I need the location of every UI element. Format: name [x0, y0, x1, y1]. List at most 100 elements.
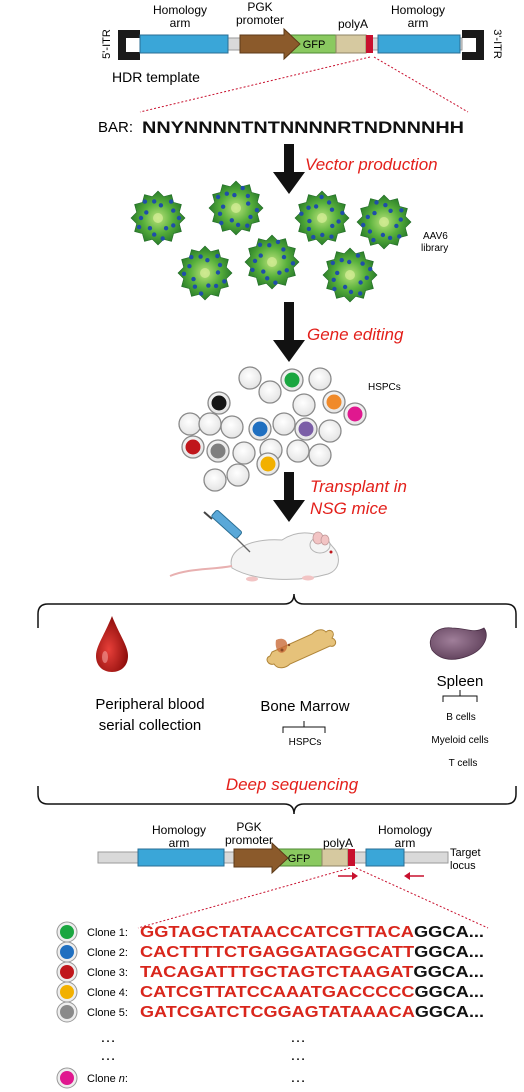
hspc-cell-purple [294, 417, 318, 441]
step-arrows [273, 144, 305, 522]
clone-n-suffix: : [125, 1073, 128, 1085]
library-label-l1: AAV6 [423, 231, 448, 242]
clone-n-label: Clone n: [87, 1073, 128, 1085]
step-transplant-l2: NSG mice [310, 499, 387, 518]
locus-promoter-l2: promoter [225, 833, 273, 847]
hspc-cell-black [207, 391, 231, 415]
marrow-sub-label: HSPCs [289, 737, 322, 748]
clone-cell-fill [60, 985, 74, 999]
clone-barcode: GGTAGCTATAACCATCGTTACA [140, 924, 414, 941]
target-locus-construct [97, 841, 449, 880]
aav-particle [208, 180, 264, 236]
spleen-sub-b: B cells [446, 712, 475, 723]
aav-particle [177, 245, 233, 301]
aav6-library-particles [130, 180, 412, 303]
locus-polya-box [321, 848, 349, 867]
step-transplant-l1: Transplant in [310, 477, 407, 496]
mouse-icon [169, 531, 339, 582]
locus-target-l2: locus [450, 860, 476, 872]
ellipsis-label-1: … [100, 1029, 116, 1046]
locus-hom-left-l2: arm [169, 836, 190, 850]
clone-suffix: GGCA... [414, 924, 484, 941]
locus-hom-left-l1: Homology [152, 823, 206, 837]
hspc-cell-gray [206, 439, 230, 463]
step-deep-sequencing: Deep sequencing [226, 775, 359, 794]
clone-barcode: GATCGATCTCGGAGTATAAACA [140, 1004, 415, 1021]
template-caption: HDR template [112, 69, 200, 85]
blood-label-l1: Peripheral blood [95, 696, 204, 713]
template-hom-left-l1: Homology [153, 3, 207, 17]
spleen-sub-t: T cells [449, 758, 478, 769]
hspc-cell [226, 463, 250, 487]
clone-barcode: CATCGTTATCCAAATGACCCCC [140, 984, 415, 1001]
hspc-cell-yellow [256, 452, 280, 476]
clone-cell-fill [60, 925, 74, 939]
ellipsis-label-2: … [100, 1047, 116, 1064]
hspc-cell [198, 412, 222, 436]
spleen-label: Spleen [437, 673, 484, 690]
template-hom-left-l2: arm [170, 16, 191, 30]
aav-particle [356, 194, 412, 250]
hspc-cell [220, 415, 244, 439]
syringe-icon [203, 509, 251, 553]
step-vector-production: Vector production [305, 155, 438, 174]
hspc-cell-red [181, 435, 205, 459]
spleen-brace [442, 690, 478, 702]
hspc-label: HSPCs [368, 382, 401, 393]
barcode-label: BAR: [98, 119, 133, 136]
hspc-cell [308, 443, 332, 467]
ellipsis-seq-2: … [290, 1047, 306, 1064]
clone-cell-fill [60, 945, 74, 959]
hspc-cell [292, 393, 316, 417]
template-hom-right-l1: Homology [391, 3, 445, 17]
locus-promoter-l1: PGK [236, 820, 261, 834]
hspc-cell-blue [248, 417, 272, 441]
blood-drop-icon [96, 616, 128, 672]
clone-label: Clone 4: [87, 987, 128, 999]
clone-suffix: GGCA... [415, 1004, 484, 1021]
top-brace [37, 593, 517, 628]
aav-particle [294, 190, 350, 246]
hspc-cell [286, 439, 310, 463]
marrow-label: Bone Marrow [260, 698, 349, 715]
locus-homology-right [365, 848, 405, 867]
aav-particle [322, 247, 378, 303]
template-itr5: 5'-ITR [101, 29, 113, 59]
template-itr3: 3'-ITR [491, 29, 503, 59]
marrow-brace [282, 721, 326, 733]
ellipsis-seq-1: … [290, 1029, 306, 1046]
hspc-cell-green [280, 368, 304, 392]
bottom-brace [37, 786, 517, 815]
hspc-cell-orange [322, 390, 346, 414]
clone-label: Clone 2: [87, 947, 128, 959]
homology-arm-left [139, 34, 229, 54]
hspc-cell [238, 366, 262, 390]
template-gfp-label: GFP [303, 39, 326, 51]
template-promoter-l2: promoter [236, 13, 284, 27]
hspc-cell [272, 412, 296, 436]
locus-polya-label: polyA [323, 836, 353, 850]
hspc-cell [178, 412, 202, 436]
clone-cell-fill [60, 965, 74, 979]
spleen-sub-myeloid: Myeloid cells [431, 735, 488, 746]
aav-particle [244, 234, 300, 290]
locus-promoter-arrow [233, 841, 289, 875]
clone-n-prefix: Clone [87, 1073, 119, 1085]
clone-cell-fill [60, 1005, 74, 1019]
clone-n-cell [56, 1067, 78, 1089]
clone-barcode: CACTTTTCTGAGGATAGGCATT [140, 944, 415, 961]
homology-arm-right [377, 34, 461, 54]
locus-gfp-label: GFP [288, 853, 311, 865]
template-polya-label: polyA [338, 17, 368, 31]
locus-hom-right-l2: arm [395, 836, 416, 850]
clone-suffix: GGCA... [414, 944, 484, 961]
barcode-box [366, 35, 373, 53]
